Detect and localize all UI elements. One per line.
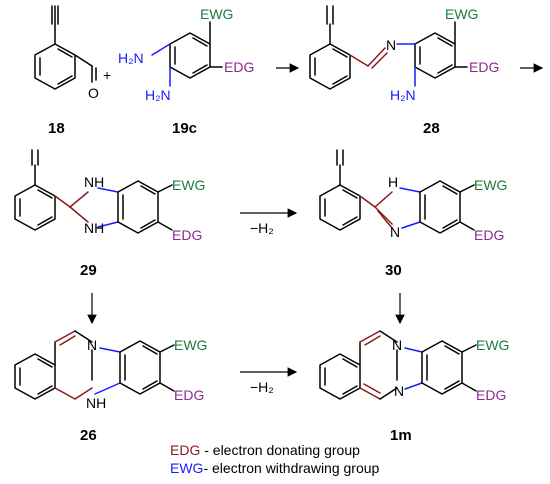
ewg-label-1m: EWG (476, 337, 509, 353)
n-label-1m-top: N (392, 337, 402, 353)
compound-label-28: 28 (423, 120, 440, 137)
compound-label-29: 29 (80, 262, 97, 279)
compound-label-1m: 1m (390, 427, 412, 444)
compound-30-structure (319, 149, 475, 234)
edg-label-19c: EDG (224, 59, 254, 75)
aldehyde-oxygen-label: O (88, 85, 99, 101)
edg-label-28: EDG (469, 59, 499, 75)
plus-sign: + (103, 67, 111, 83)
condition-minus-h2-bottom: −H₂ (250, 379, 274, 395)
amine-label-28: H₂N (390, 87, 416, 103)
ewg-label-29: EWG (172, 177, 205, 193)
ewg-label-19c: EWG (200, 6, 233, 22)
compound-label-30: 30 (385, 262, 402, 279)
ewg-label-28: EWG (445, 6, 478, 22)
condition-minus-h2-top: −H₂ (250, 220, 274, 236)
legend-ewg-text: - electron withdrawing group (203, 460, 379, 476)
compound-19c-structure (151, 21, 223, 87)
compound-label-19c: 19c (172, 120, 197, 137)
compound-26-structure (14, 330, 175, 400)
imine-nitrogen-label: N (386, 37, 396, 53)
compound-label-26: 26 (80, 427, 97, 444)
edg-label-29: EDG (172, 227, 202, 243)
compound-29-structure (14, 149, 173, 234)
legend-edg: EDG - electron donating group (170, 442, 360, 458)
legend-edg-abbr: EDG (170, 442, 200, 458)
legend-ewg-abbr: EWG (170, 460, 203, 476)
legend-ewg: EWG- electron withdrawing group (170, 460, 380, 476)
n-label-1m-bottom: N (394, 383, 404, 399)
edg-label-1m: EDG (476, 387, 506, 403)
amine-label-2: H₂N (145, 87, 171, 103)
compound-28-structure (309, 5, 468, 90)
amine-label-1: H₂N (118, 50, 144, 66)
nh-label-26: NH (86, 395, 106, 411)
nh-label-29-top: NH (84, 174, 104, 190)
nh-label-29-bottom: NH (84, 220, 104, 236)
compound-18-structure (34, 5, 97, 90)
legend-edg-text: - electron donating group (200, 442, 360, 458)
compound-1m-structure (319, 330, 477, 400)
compound-label-18: 18 (48, 120, 65, 137)
legend: EDG - electron donating group EWG- elect… (170, 442, 380, 476)
ewg-label-26: EWG (174, 337, 207, 353)
h-label-30: H (388, 174, 398, 190)
n-label-26: N (87, 337, 97, 353)
edg-label-26: EDG (174, 387, 204, 403)
ewg-label-30: EWG (474, 177, 507, 193)
edg-label-30: EDG (474, 227, 504, 243)
n-label-30: N (390, 224, 400, 240)
